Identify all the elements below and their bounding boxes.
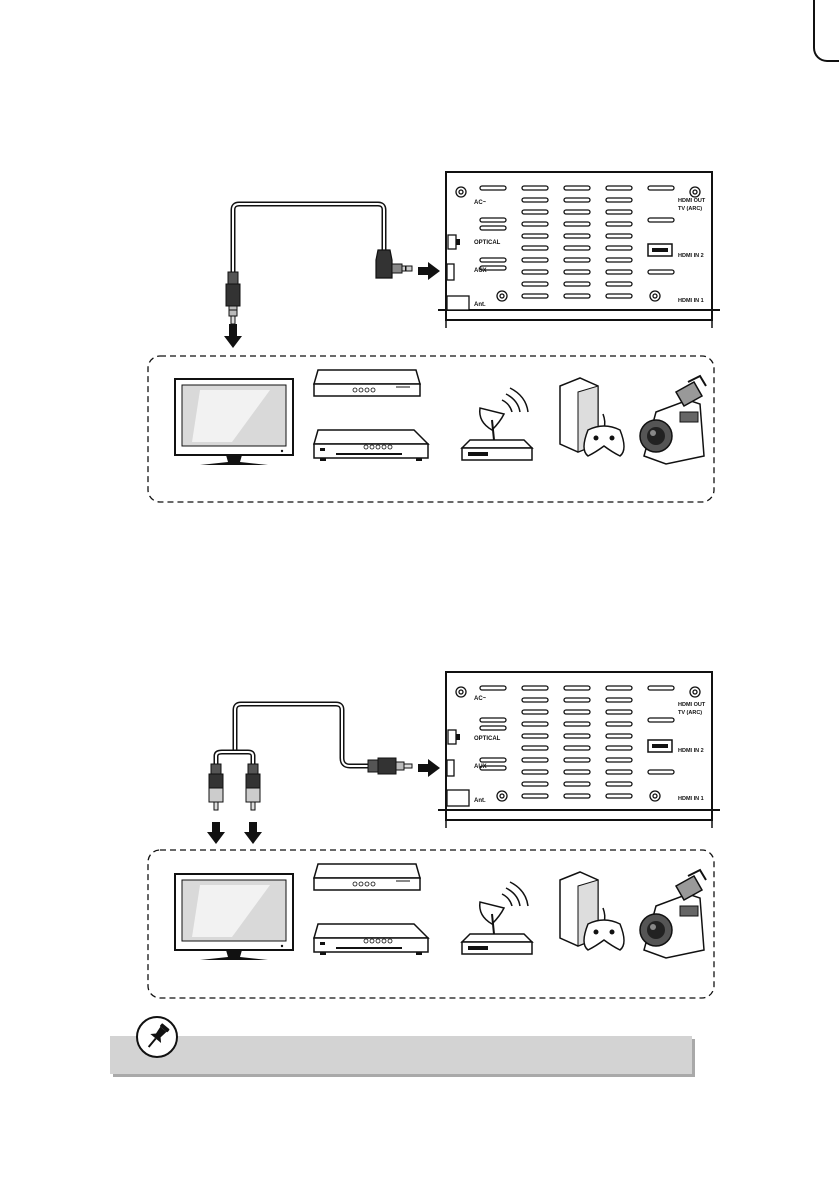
camcorder-icon — [640, 376, 706, 464]
arrow-to-devices — [224, 324, 242, 348]
set-top-box-icon — [314, 924, 428, 955]
aux-cable-diagram-svg: AC~ OPTICAL AUX Ant. HDMI OUT TV (ARC) H… — [0, 160, 839, 510]
ac-label: AC~ — [474, 696, 487, 702]
arrow-to-aux — [418, 759, 440, 777]
game-console-icon — [560, 872, 624, 950]
soundbar-rear-panel: AC~ OPTICAL AUX Ant. HDMI OUT TV (ARC) H… — [438, 672, 720, 828]
rca-plug-right — [246, 764, 260, 810]
game-console-icon — [560, 378, 624, 456]
dvd-player-icon — [314, 864, 420, 890]
rca-cable-diagram-svg: AC~ OPTICAL AUX Ant. HDMI OUT TV (ARC) H… — [0, 660, 839, 1005]
optical-label: OPTICAL — [474, 736, 501, 742]
straight-plug — [226, 272, 240, 324]
arrow-right-to-devices — [244, 822, 262, 844]
right-angle-plug — [376, 250, 412, 278]
optical-label: OPTICAL — [474, 240, 501, 246]
rca-cable-diagram: AC~ OPTICAL AUX Ant. HDMI OUT TV (ARC) H… — [0, 660, 839, 1005]
soundbar-rear-panel: AC~ OPTICAL AUX Ant. HDMI OUT TV (ARC) H… — [438, 172, 720, 328]
satellite-receiver-icon — [462, 388, 532, 460]
ac-label: AC~ — [474, 200, 487, 206]
tv-arc-label: TV (ARC) — [678, 710, 702, 716]
dvd-player-icon — [314, 370, 420, 396]
tv-icon — [175, 874, 293, 960]
ant-label: Ant. — [474, 302, 486, 308]
hdmi-out-label: HDMI OUT — [678, 702, 706, 708]
tv-icon — [175, 379, 293, 465]
rca-plug-left — [209, 764, 223, 810]
arrow-left-to-devices — [207, 822, 225, 844]
page-edge-tab — [813, 0, 839, 62]
aux-label: AUX — [474, 268, 487, 274]
aux-plug — [368, 758, 412, 774]
hdmi-in-1-label: HDMI IN 1 — [678, 796, 704, 802]
hdmi-in-2-label: HDMI IN 2 — [678, 253, 704, 259]
arrow-to-aux — [418, 262, 440, 280]
camcorder-icon — [640, 870, 706, 958]
aux-label: AUX — [474, 764, 487, 770]
aux-cable — [233, 204, 384, 272]
note-bar — [110, 1036, 692, 1074]
hdmi-in-1-label: HDMI IN 1 — [678, 298, 704, 304]
hdmi-in-2-label: HDMI IN 2 — [678, 748, 704, 754]
pushpin-icon — [134, 1014, 180, 1060]
rca-y-cable — [216, 704, 368, 766]
satellite-receiver-icon — [462, 882, 532, 954]
ant-label: Ant. — [474, 798, 486, 804]
aux-cable-diagram: AC~ OPTICAL AUX Ant. HDMI OUT TV (ARC) H… — [0, 160, 839, 510]
set-top-box-icon — [314, 430, 428, 461]
tv-arc-label: TV (ARC) — [678, 206, 702, 212]
hdmi-out-label: HDMI OUT — [678, 198, 706, 204]
